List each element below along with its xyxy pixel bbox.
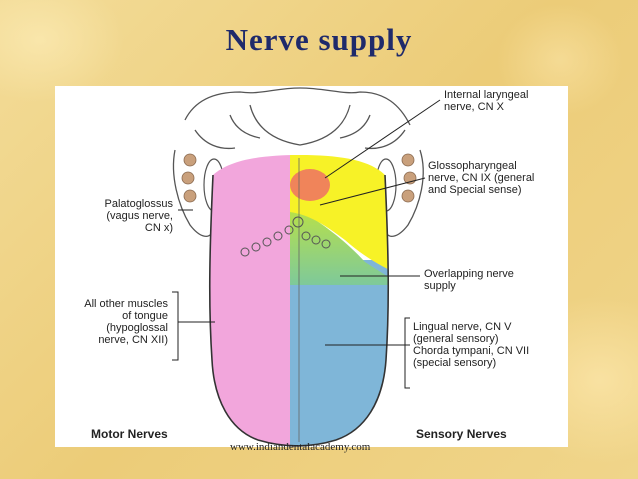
label-internal-laryngeal: Internal laryngeal nerve, CN X (444, 89, 529, 113)
lingual-region (290, 260, 389, 446)
label-overlapping: Overlapping nerve supply (424, 268, 514, 292)
leader-lines (172, 99, 441, 389)
motor-region (209, 155, 300, 446)
watermark-url: www.indiandentalacademy.com (230, 441, 371, 453)
vallate-papillae (240, 216, 331, 257)
label-lingual: Lingual nerve, CN V (general sensory) Ch… (413, 321, 530, 369)
overlap-region (290, 210, 389, 285)
slide-title: Nerve supply (225, 22, 413, 57)
tongue-body (209, 155, 389, 446)
label-glossopharyngeal: Glossopharyngeal nerve, CN IX (general a… (428, 160, 535, 196)
label-motor-nerves: Motor Nerves (91, 427, 168, 441)
larynx-outline (172, 87, 424, 237)
tongue-outline (208, 174, 390, 447)
label-palatoglossus: Palatoglossus (vagus nerve, CN x) (104, 198, 174, 234)
label-other-muscles: All other muscles of tongue (hypoglossal… (84, 298, 168, 346)
label-sensory-nerves: Sensory Nerves (416, 427, 507, 441)
cn10-region (290, 169, 330, 201)
